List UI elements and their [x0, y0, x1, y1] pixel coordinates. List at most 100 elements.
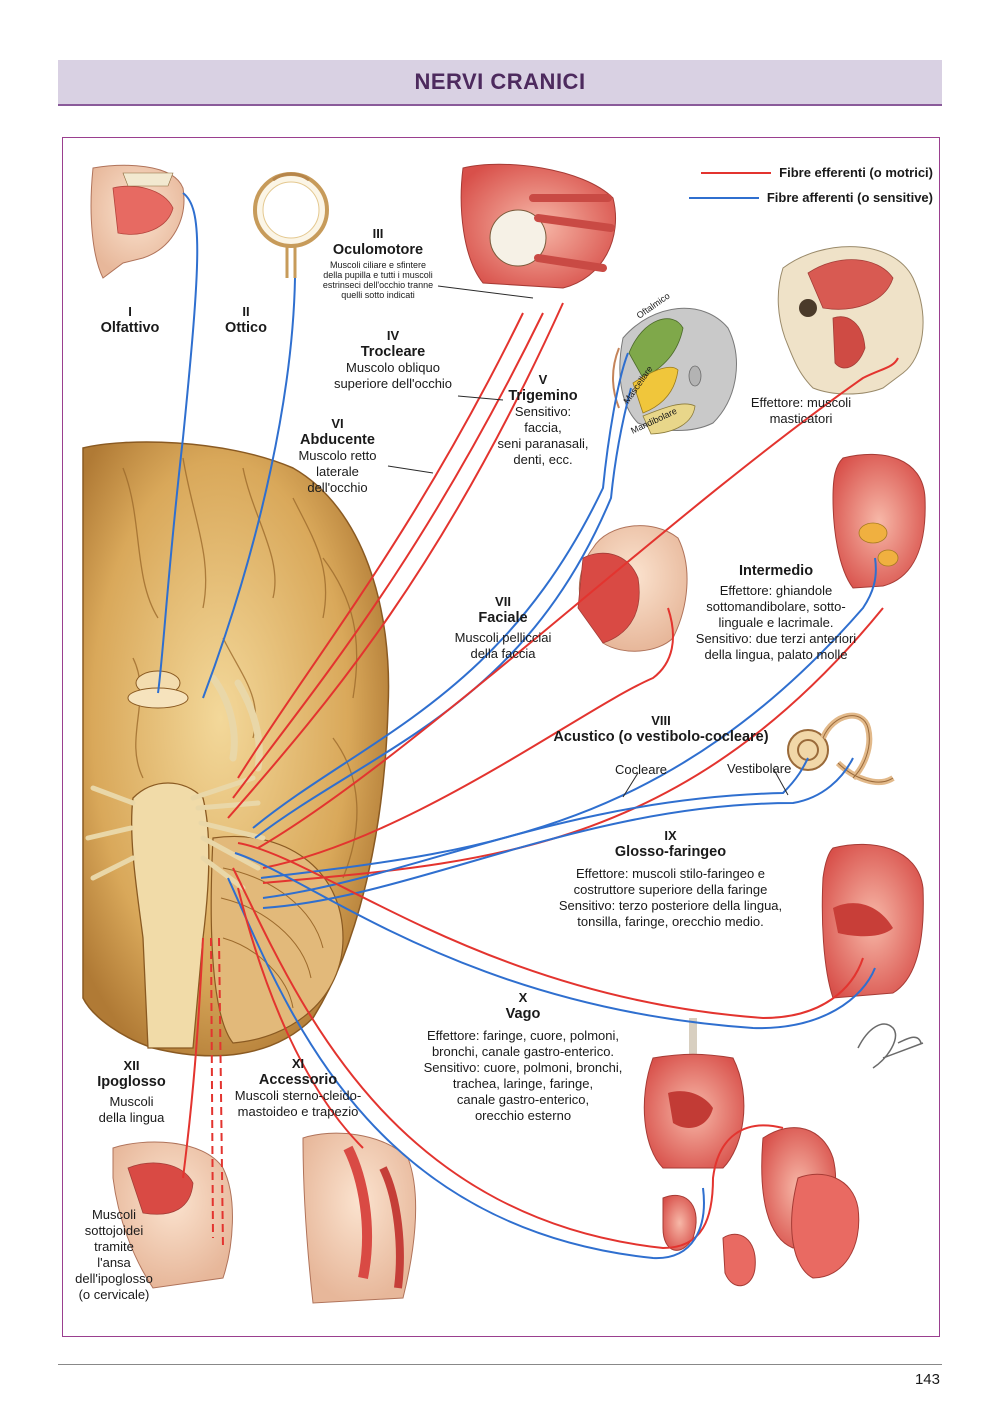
page-number: 143	[914, 1371, 940, 1388]
legend-item-afferent: Fibre afferenti (o sensitive)	[688, 185, 933, 210]
nerve-desc-line: Muscolo obliquo	[346, 360, 440, 375]
eye-illustration	[253, 172, 329, 278]
hypoglossal-ansa-label: Muscoli sottojoidei tramite l'ansa dell'…	[69, 1207, 159, 1303]
nerve-desc-line: della lingua	[98, 1110, 165, 1125]
nerve-desc-line: della lingua, palato molle	[704, 647, 848, 662]
illustration-frame: Fibre efferenti (o motrici) Fibre affere…	[62, 137, 940, 1337]
ansa-line: tramite	[94, 1239, 134, 1254]
nerve-desc-line: laterale	[316, 464, 359, 479]
effector-line: masticatori	[769, 411, 833, 426]
nerve-desc-line: Muscoli	[109, 1094, 154, 1109]
nerve-fibres	[157, 192, 899, 1260]
legend-item-efferent: Fibre efferenti (o motrici)	[689, 160, 933, 185]
nerve-desc-line: bronchi, canale gastro-enterico.	[431, 1044, 615, 1059]
nerve-desc-line: Sensitivo: terzo posteriore della lingua…	[558, 898, 783, 913]
nerve-number: XI	[291, 1056, 305, 1071]
nerve-desc-line: Effettore: ghiandole	[719, 583, 833, 598]
nerve-desc-line: canale gastro-enterico,	[456, 1092, 590, 1107]
nerve-name: Trigemino	[508, 388, 578, 404]
effector-line: Effettore: muscoli	[750, 395, 852, 410]
viscera-illustration	[643, 1018, 860, 1286]
tongue-neck-illustration	[112, 1141, 233, 1289]
nerve-desc-line: Sensitivo: cuore, polmoni, bronchi,	[423, 1060, 623, 1075]
nerve-number: VII	[495, 594, 511, 609]
ansa-line: sottojoidei	[84, 1223, 144, 1238]
nerve-name: Abducente	[300, 432, 375, 448]
nerve-name: Faciale	[478, 610, 528, 626]
nerve-desc-line: mastoideo e trapezio	[237, 1104, 359, 1119]
nerve-label-trigeminal: V Trigemino Sensitivo: faccia, seni para…	[483, 372, 603, 468]
branch-vestibular: Vestibolare	[727, 761, 792, 776]
nerve-label-vestibulocochlear: VIII Acustico (o vestibolo-cocleare)	[541, 713, 781, 745]
nerve-desc-line: Muscoli sterno-cleido-	[234, 1088, 362, 1103]
nerve-label-optic: II Ottico	[211, 304, 281, 336]
nerve-illustration	[82, 163, 926, 1304]
netter-signature	[857, 1023, 924, 1069]
nerve-name: Intermedio	[738, 563, 814, 579]
oral-cavity-bottom-illustration	[821, 843, 924, 999]
nerve-label-trochlear: IV Trocleare Muscolo obliquo superiore d…	[323, 328, 463, 392]
nerve-desc-line: Sensitivo: due terzi anteriori	[695, 631, 857, 646]
nerve-number: V	[538, 372, 548, 387]
nerve-desc-line: Muscoli ciliare e sfintere	[329, 260, 427, 270]
nerve-desc-line: linguale e lacrimale.	[718, 615, 834, 630]
oral-cavity-top-illustration	[832, 453, 926, 589]
ansa-line: Muscoli	[91, 1207, 137, 1222]
nerve-desc-line: Sensitivo:	[514, 404, 572, 419]
nerve-name: Ipoglosso	[97, 1074, 166, 1090]
nerve-desc-line: denti, ecc.	[513, 452, 573, 467]
nerve-desc-line: della faccia	[470, 646, 536, 661]
nerve-desc-line: costruttore superiore della faringe	[573, 882, 768, 897]
neck-accessory-illustration	[302, 1132, 417, 1304]
nerve-desc-line: superiore dell'occhio	[333, 376, 453, 391]
brain-illustration	[82, 441, 390, 1057]
nerve-label-intermedius: Intermedio Effettore: ghiandole sottoman…	[681, 563, 871, 663]
nerve-name: Accessorio	[258, 1072, 338, 1088]
nerve-number: IV	[386, 328, 400, 343]
nerve-name: Trocleare	[360, 344, 426, 360]
efferent-swatch	[701, 171, 772, 174]
ansa-line: dell'ipoglosso	[75, 1271, 153, 1286]
page-title: NERVI CRANICI	[414, 69, 586, 94]
nerve-label-facial: VII Faciale Muscoli pellicciai della fac…	[438, 594, 568, 662]
nerve-label-olfactory: I Olfattivo	[85, 304, 175, 336]
nerve-desc-line: tonsilla, faringe, orecchio medio.	[577, 914, 764, 929]
nerve-label-glossopharyngeal: IX Glosso-faringeo Effettore: muscoli st…	[543, 828, 798, 930]
nerve-number: IX	[664, 828, 677, 843]
face-muscles-illustration	[577, 525, 688, 652]
nerve-name: Ottico	[225, 320, 267, 336]
nerve-number: III	[372, 226, 384, 241]
nerve-desc-line: faccia,	[524, 420, 562, 435]
nerve-desc-line: orecchio esterno	[474, 1108, 572, 1123]
nerve-label-accessory: XI Accessorio Muscoli sterno-cleido- mas…	[223, 1056, 373, 1120]
nerve-number: X	[518, 990, 528, 1005]
nerve-desc-line: Muscoli pellicciai	[454, 630, 552, 645]
page-header: NERVI CRANICI	[58, 60, 942, 106]
nerve-desc-line: Effettore: faringe, cuore, polmoni,	[427, 1028, 619, 1043]
nerve-number: I	[128, 304, 132, 319]
inner-ear-illustration	[787, 712, 895, 785]
nerve-desc-line: della pupilla e tutti i muscoli	[323, 270, 433, 280]
nerve-name: Acustico (o vestibolo-cocleare)	[553, 729, 769, 745]
nerve-desc-line: quelli sotto indicati	[341, 290, 415, 300]
nerve-desc-line: dell'occhio	[307, 480, 368, 495]
leader-lines	[387, 285, 789, 798]
nerve-name: Oculomotore	[332, 242, 424, 258]
nerve-label-oculomotor: III Oculomotore Muscoli ciliare e sfinte…	[313, 226, 443, 300]
afferent-swatch	[688, 196, 759, 199]
nerve-desc-line: estrinseci dell'occhio tranne	[322, 280, 434, 290]
trigeminal-effector-label: Effettore: muscoli masticatori	[741, 395, 861, 427]
nerve-label-abducens: VI Abducente Muscolo retto laterale dell…	[285, 416, 390, 496]
ansa-line: l'ansa	[97, 1255, 131, 1270]
nerve-number: II	[242, 304, 250, 319]
branch-cochlear: Cocleare	[615, 762, 668, 777]
skull-illustration	[777, 246, 924, 395]
nerve-desc-line: trachea, laringe, faringe,	[452, 1076, 594, 1091]
nerve-name: Glosso-faringeo	[614, 844, 727, 860]
legend-afferent-label: Fibre afferenti (o sensitive)	[766, 190, 933, 205]
nerve-number: XII	[123, 1058, 140, 1073]
nerve-number: VI	[331, 416, 344, 431]
nerve-number: VIII	[651, 713, 671, 728]
nerve-label-vagus: X Vago Effettore: faringe, cuore, polmon…	[408, 990, 638, 1124]
nerve-name: Vago	[505, 1006, 541, 1022]
